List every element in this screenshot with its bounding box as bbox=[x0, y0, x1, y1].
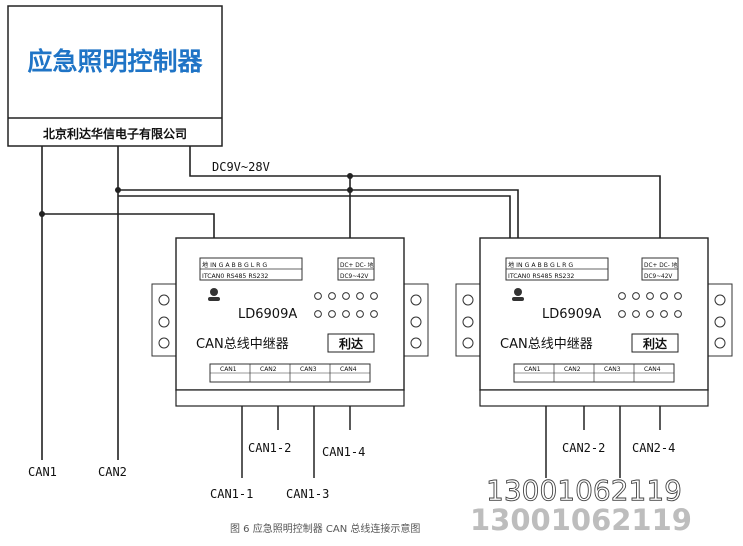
repeater-2-can1-terminal: CAN1 bbox=[524, 366, 541, 373]
repeater-2-terminals-bottom-right: DC9~42V bbox=[644, 274, 672, 280]
repeater-1-terminals-bottom-right: DC9~42V bbox=[340, 274, 368, 280]
repeater-2-can4-terminal: CAN4 bbox=[644, 366, 661, 373]
repeater-1-outputs bbox=[241, 406, 351, 478]
repeater-2-model: LD6909A bbox=[542, 307, 601, 322]
repeater-1-can3-terminal: CAN3 bbox=[300, 366, 317, 373]
repeater-2-terminals-top-right: DC+ DC- 地 bbox=[644, 261, 678, 269]
junction-dots bbox=[39, 173, 353, 217]
repeater-2: 地 IN G A B B G L R G ITCAN0 RS485 RS232 … bbox=[455, 237, 733, 407]
repeater-1-can1-terminal: CAN1 bbox=[220, 366, 237, 373]
repeater-2-terminals-top-left: 地 IN G A B B G L R G bbox=[508, 261, 573, 269]
repeater-1-bottom-terminals: CAN1 CAN2 CAN3 CAN4 bbox=[209, 363, 371, 383]
repeater-1-output-4: CAN1-4 bbox=[322, 445, 365, 459]
repeater-1-brand: 利达 bbox=[339, 336, 363, 351]
repeater-2-bottom-terminals: CAN1 CAN2 CAN3 CAN4 bbox=[513, 363, 675, 383]
status-person-icon bbox=[512, 288, 524, 301]
repeater-2-led-rows bbox=[618, 292, 682, 318]
repeater-2-outputs bbox=[545, 406, 661, 478]
repeater-2-name: CAN总线中继器 bbox=[500, 337, 593, 352]
can2-label: CAN2 bbox=[98, 465, 127, 479]
repeater-1-terminals-top-right: DC+ DC- 地 bbox=[340, 261, 374, 269]
repeater-1-output-2: CAN1-2 bbox=[248, 441, 291, 455]
repeater-2-output-4: CAN2-4 bbox=[632, 441, 675, 455]
repeater-2-output-2: CAN2-2 bbox=[562, 441, 605, 455]
repeater-2-brand: 利达 bbox=[643, 336, 667, 351]
controller-box: 应急照明控制器 北京利达华信电子有限公司 bbox=[7, 5, 223, 147]
can1-label: CAN1 bbox=[28, 465, 57, 479]
repeater-1-model: LD6909A bbox=[238, 307, 297, 322]
repeater-2-can2-terminal: CAN2 bbox=[564, 366, 581, 373]
figure-caption: 图 6 应急照明控制器 CAN 总线连接示意图 bbox=[230, 522, 420, 535]
power-label: DC9V~28V bbox=[212, 160, 270, 174]
controller-title: 应急照明控制器 bbox=[27, 47, 203, 76]
status-person-icon bbox=[208, 288, 220, 301]
watermark-outline: 13001062119 bbox=[486, 474, 682, 507]
repeater-1-name: CAN总线中继器 bbox=[196, 337, 289, 352]
repeater-2-terminals-bottom-left: ITCAN0 RS485 RS232 bbox=[508, 273, 574, 280]
repeater-2-can3-terminal: CAN3 bbox=[604, 366, 621, 373]
repeater-1-terminals-top-left: 地 IN G A B B G L R G bbox=[202, 261, 267, 269]
repeater-1-led-rows bbox=[314, 292, 378, 318]
wiring bbox=[41, 146, 661, 460]
repeater-1-output-3: CAN1-3 bbox=[286, 487, 329, 501]
repeater-1-output-1: CAN1-1 bbox=[210, 487, 253, 501]
repeater-1-can2-terminal: CAN2 bbox=[260, 366, 277, 373]
repeater-1: 地 IN G A B B G L R G ITCAN0 RS485 RS232 … bbox=[151, 237, 429, 407]
watermark-solid: 13001062119 bbox=[470, 503, 692, 537]
controller-company: 北京利达华信电子有限公司 bbox=[43, 126, 187, 141]
repeater-1-can4-terminal: CAN4 bbox=[340, 366, 357, 373]
repeater-1-terminals-bottom-left: ITCAN0 RS485 RS232 bbox=[202, 273, 268, 280]
